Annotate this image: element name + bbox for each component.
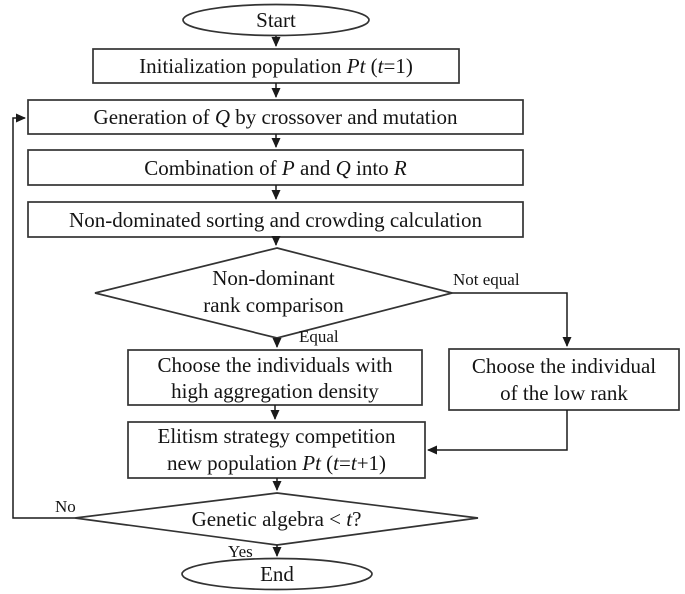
- branch-label-no: No: [55, 497, 76, 516]
- branch-label-equal: Equal: [299, 327, 339, 346]
- choose-low-rank-label: Choose the individual of the low rank: [471, 353, 657, 405]
- branch-label-not-equal: Not equal: [453, 270, 520, 289]
- start-label: Start: [256, 8, 296, 32]
- init-label: Initialization population Pt (t=1): [139, 54, 413, 78]
- end-label: End: [260, 562, 294, 586]
- branch-label-yes: Yes: [228, 542, 253, 561]
- connector-lowrank-to-elitism: [427, 410, 568, 455]
- choose-density-label: Choose the individuals with high aggrega…: [157, 352, 393, 403]
- elitism-label: Elitism strategy competition new populat…: [157, 424, 396, 475]
- generation-label: Generation of Q by crossover and mutatio…: [93, 105, 458, 129]
- sorting-label: Non-dominated sorting and crowding calcu…: [69, 207, 482, 232]
- connector-genetic-no-loopback: [12, 113, 75, 519]
- start-terminator-shape: [182, 3, 370, 37]
- end-terminator-shape: [181, 557, 373, 591]
- genetic-algebra-label: Genetic algebra < t?: [191, 507, 362, 531]
- choose-low-rank-box-shape: [448, 348, 680, 411]
- rank-comparison-label: Non-dominant rank comparison: [203, 266, 344, 317]
- combination-label: Combination of P and Q into R: [144, 155, 407, 180]
- connector-rank-notequal-to-lowrank: [452, 292, 572, 347]
